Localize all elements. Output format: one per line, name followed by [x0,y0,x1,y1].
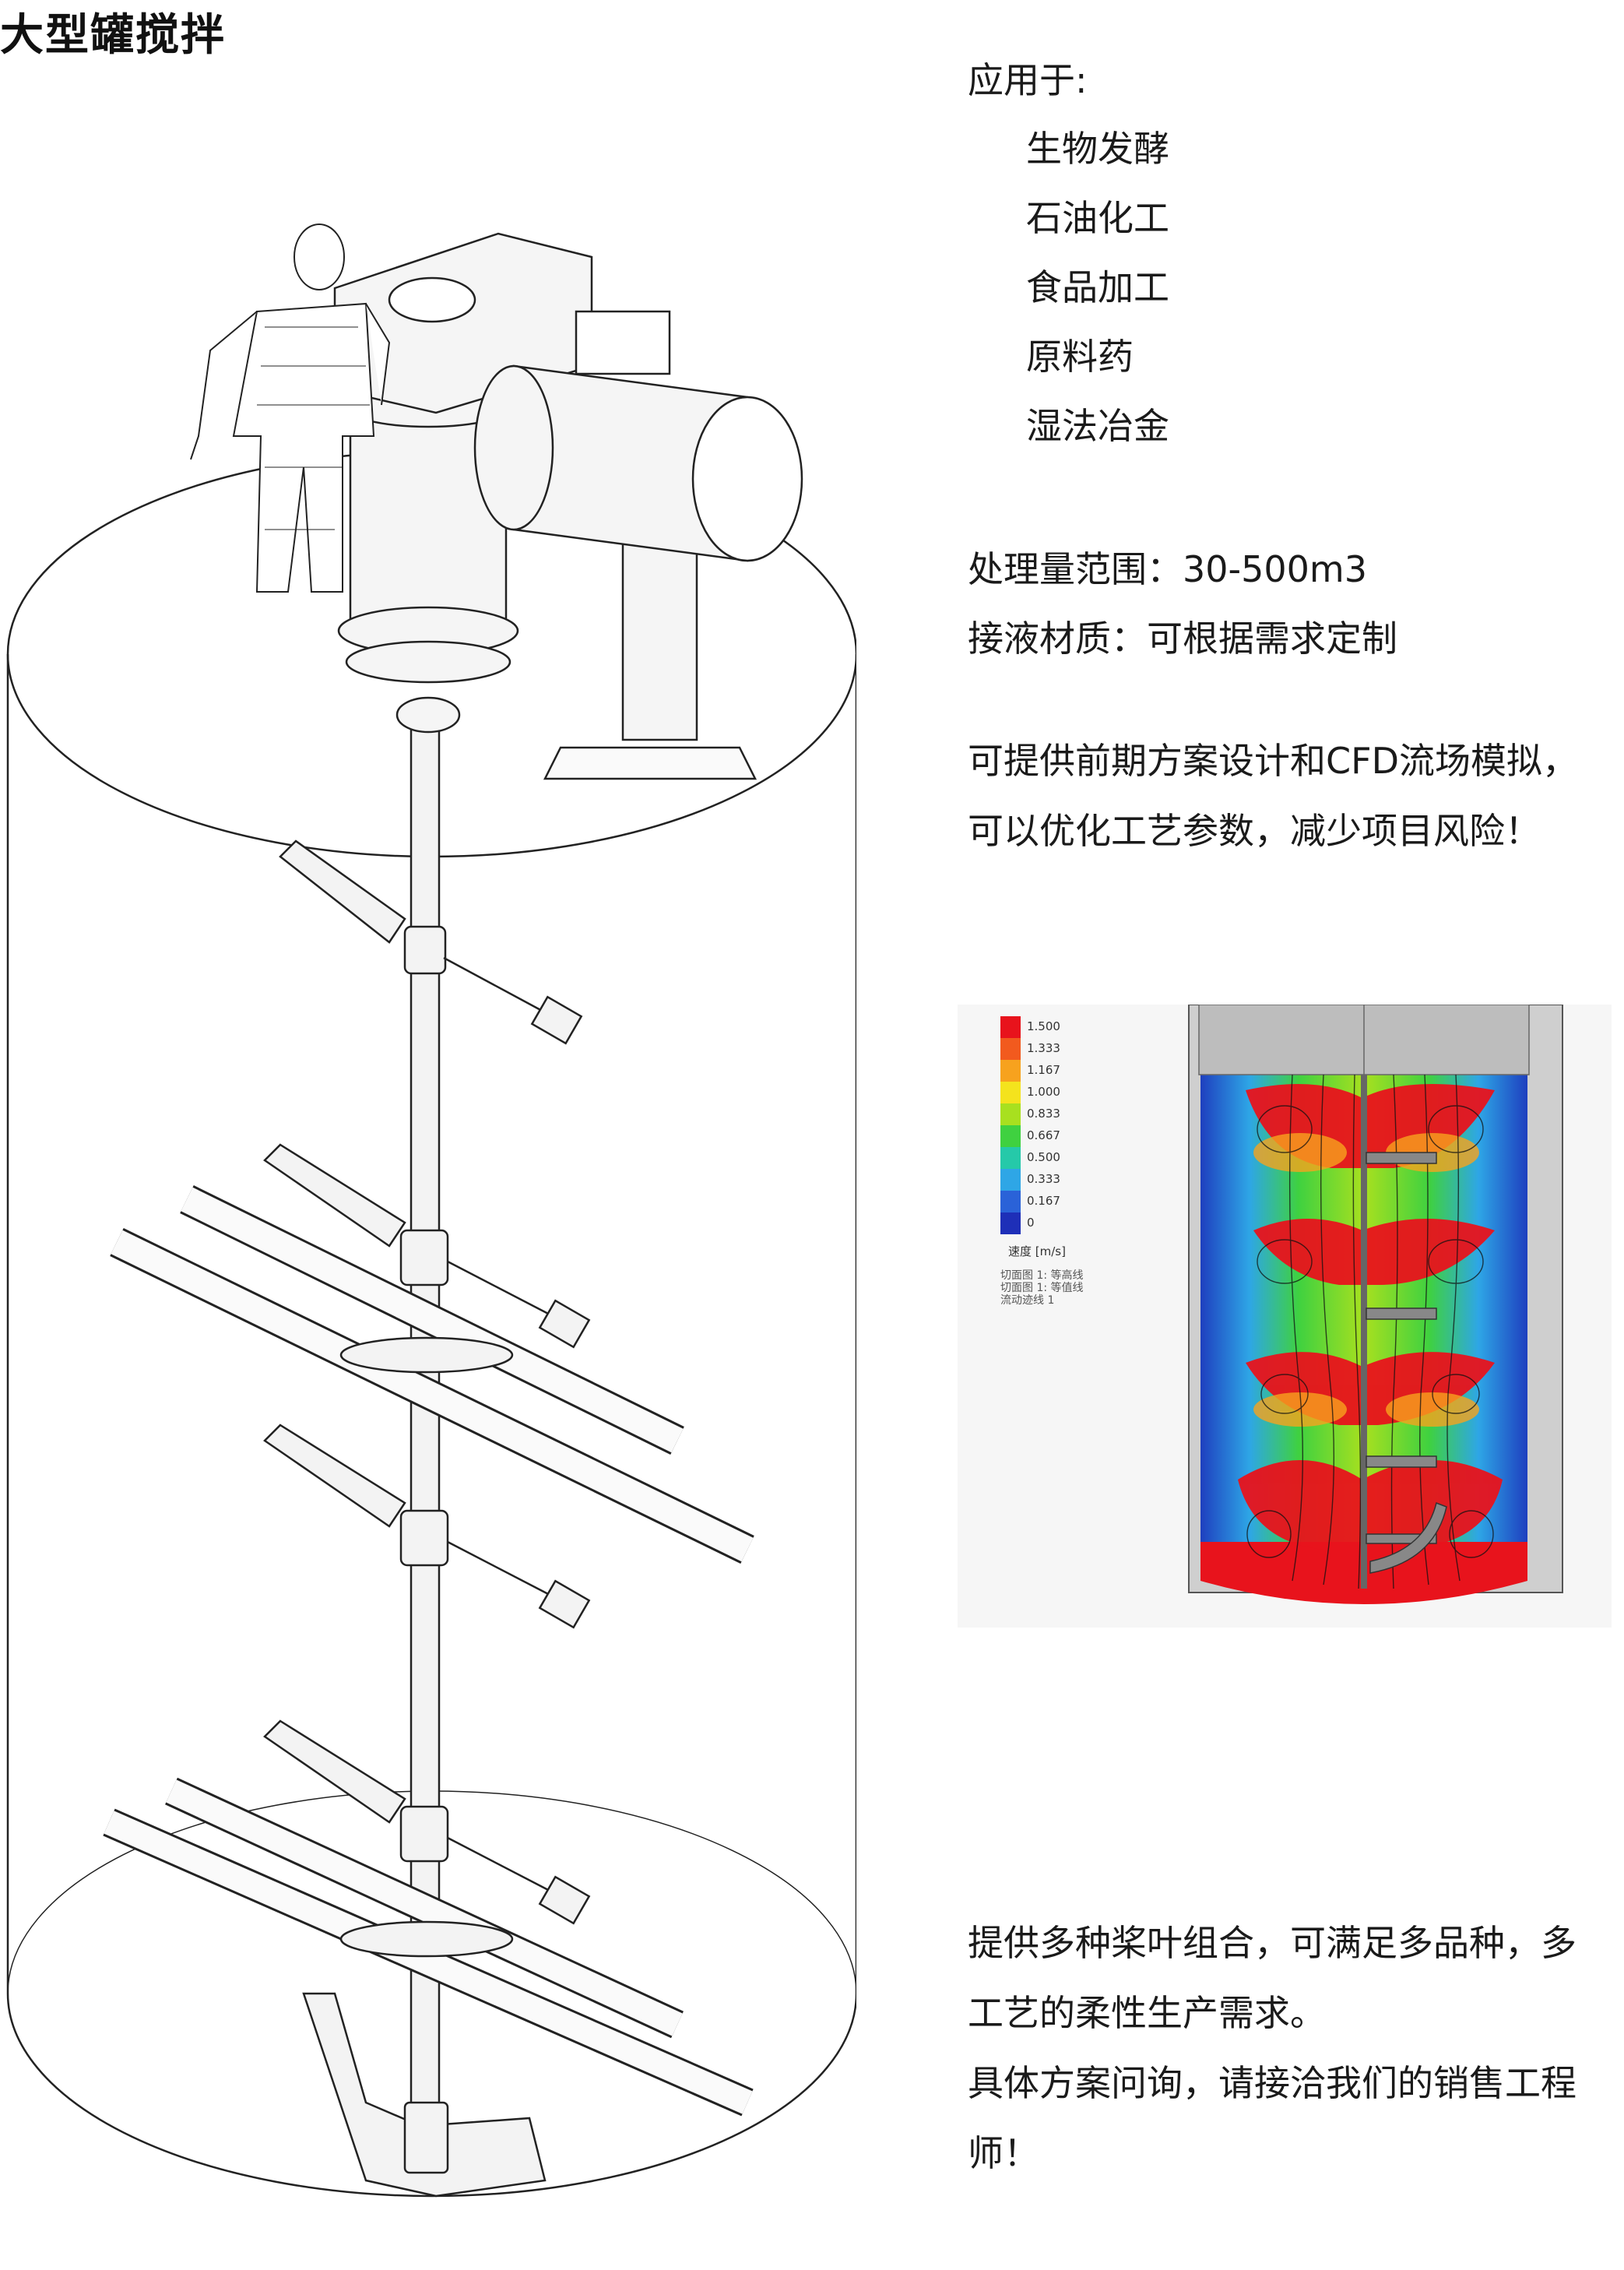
hub [399,1509,449,1567]
closing-paragraph-1: 提供多种桨叶组合，可满足多品种，多工艺的柔性生产需求。 [968,1922,1577,2034]
motor-flange [473,364,554,531]
tank-agitator-drawing [6,223,856,2198]
cross-tube [166,1779,683,2036]
hub-disc [339,1336,514,1374]
application-item: 食品加工 [1026,266,1169,308]
impeller-blade [263,1424,406,1528]
legend-swatch [1000,1016,1021,1038]
impeller-arm [447,1836,554,1894]
hub [399,1229,449,1286]
legend-value-label: 0.833 [1027,1107,1060,1121]
page-title: 大型罐搅拌 [0,10,226,61]
application-item: 石油化工 [1026,197,1169,239]
impeller-blade [279,839,406,944]
cfd-paragraph: 可提供前期方案设计和CFD流场模拟，可以优化工艺参数，减少项目风险！ [968,740,1578,852]
applications-heading: 应用于: [968,59,1088,101]
drive-unit [333,232,803,780]
cross-tube [104,1811,753,2114]
cfd-vessel [1188,1005,1563,1604]
hub [399,1805,449,1863]
impeller-blade [263,1719,406,1824]
legend-value-label: 0.667 [1027,1128,1060,1142]
legend-note: 流动迹线 1 [1000,1294,1054,1307]
legend-value-label: 1.000 [1027,1085,1060,1099]
legend-swatch [1000,1060,1021,1082]
closing-paragraph-2: 具体方案问询，请接洽我们的销售工程师！ [968,2062,1577,2174]
legend-value-label: 0 [1027,1216,1035,1230]
velocity-legend: 1.500 1.333 1.167 1.000 0.833 0.667 0.500 0.333… [1000,1016,1060,1234]
hub [403,2101,449,2174]
legend-value-label: 1.167 [1027,1063,1060,1077]
legend-swatch [1000,1038,1021,1060]
support-post [621,536,698,741]
cross-tube [181,1187,684,1453]
application-item: 生物发酵 [1026,128,1169,170]
impeller-stages [103,839,754,2198]
legend-value-label: 0.167 [1027,1194,1060,1208]
impeller-arm [447,1540,554,1598]
paddle [538,1579,591,1629]
motor-end [691,396,803,562]
material-spec: 接液材质：可根据需求定制 [968,618,1397,660]
application-item: 湿法冶金 [1026,405,1169,447]
terminal-box [575,310,671,375]
cfd-simulation-figure: 1.500 1.333 1.167 1.000 0.833 0.667 0.500 0.333… [958,1005,1612,1628]
legend-swatch [1000,1212,1021,1234]
legend-swatch [1000,1147,1021,1169]
legend-value-label: 0.333 [1027,1172,1060,1186]
impeller-arm [443,956,546,1014]
impeller-blade [263,1143,406,1248]
paddle [538,1299,591,1349]
cross-tube [111,1230,754,1562]
bottom-scraper [302,1992,547,2198]
operator-figure [190,223,391,593]
paddle [538,1875,591,1925]
impeller-arm [447,1260,554,1318]
legend-value-label: 1.500 [1027,1019,1060,1033]
gearbox-port [388,276,476,323]
application-item: 原料药 [1026,336,1134,378]
legend-note: 切面图 1: 等值线 [1000,1281,1084,1294]
legend-swatch [1000,1125,1021,1147]
legend-note: 切面图 1: 等高线 [1000,1269,1084,1282]
legend-unit-label: 速度 [m/s] [1008,1244,1066,1258]
legend-swatch [1000,1082,1021,1103]
capacity-spec: 处理量范围：30-500m3 [968,548,1368,590]
legend-value-label: 0.500 [1027,1150,1060,1164]
coupling [395,696,461,734]
legend-swatch [1000,1169,1021,1191]
hub [403,925,447,975]
hub-disc [339,1920,514,1958]
legend-swatch [1000,1103,1021,1125]
legend-value-label: 1.333 [1027,1041,1060,1055]
paddle [530,995,583,1045]
support-base [543,746,758,780]
flange-lower [345,640,511,684]
legend-swatch [1000,1191,1021,1212]
